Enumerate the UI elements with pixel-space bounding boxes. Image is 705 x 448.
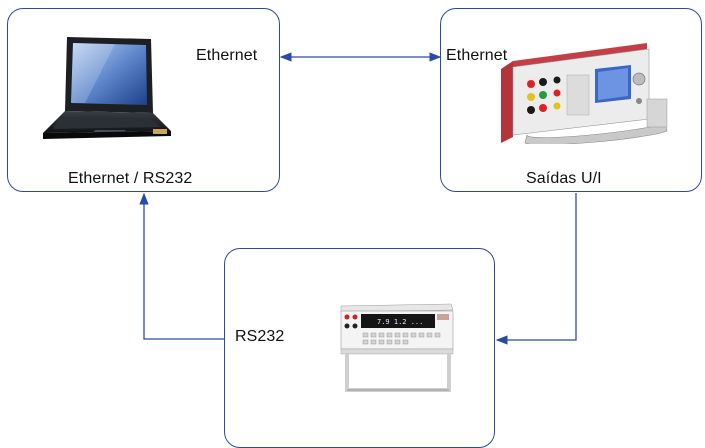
test-set-port-label: Ethernet [446,47,508,64]
test-set-icon [501,43,668,144]
outputs-link-arrow [495,193,577,345]
connection-lines [139,52,577,345]
multimeter-display: 7.9 1.2 ... [377,318,423,326]
multimeter-node: RS232 7.9 1.2 ... [224,248,495,448]
test-set-node: Ethernet Sa [440,8,702,192]
multimeter-port-label: RS232 [235,328,285,345]
test-set-node-label: Saídas U/I [526,170,602,187]
laptop-node-label: Ethernet / RS232 [68,170,193,187]
laptop-icon [43,37,171,139]
rs232-link-arrow [139,192,224,340]
diagram-canvas: Ethernet Ethernet / RS232 Ethernet [7,8,702,448]
multimeter-icon: 7.9 1.2 ... [340,303,454,392]
laptop-node: Ethernet Ethernet / RS232 [7,8,280,192]
laptop-port-label: Ethernet [196,47,258,64]
